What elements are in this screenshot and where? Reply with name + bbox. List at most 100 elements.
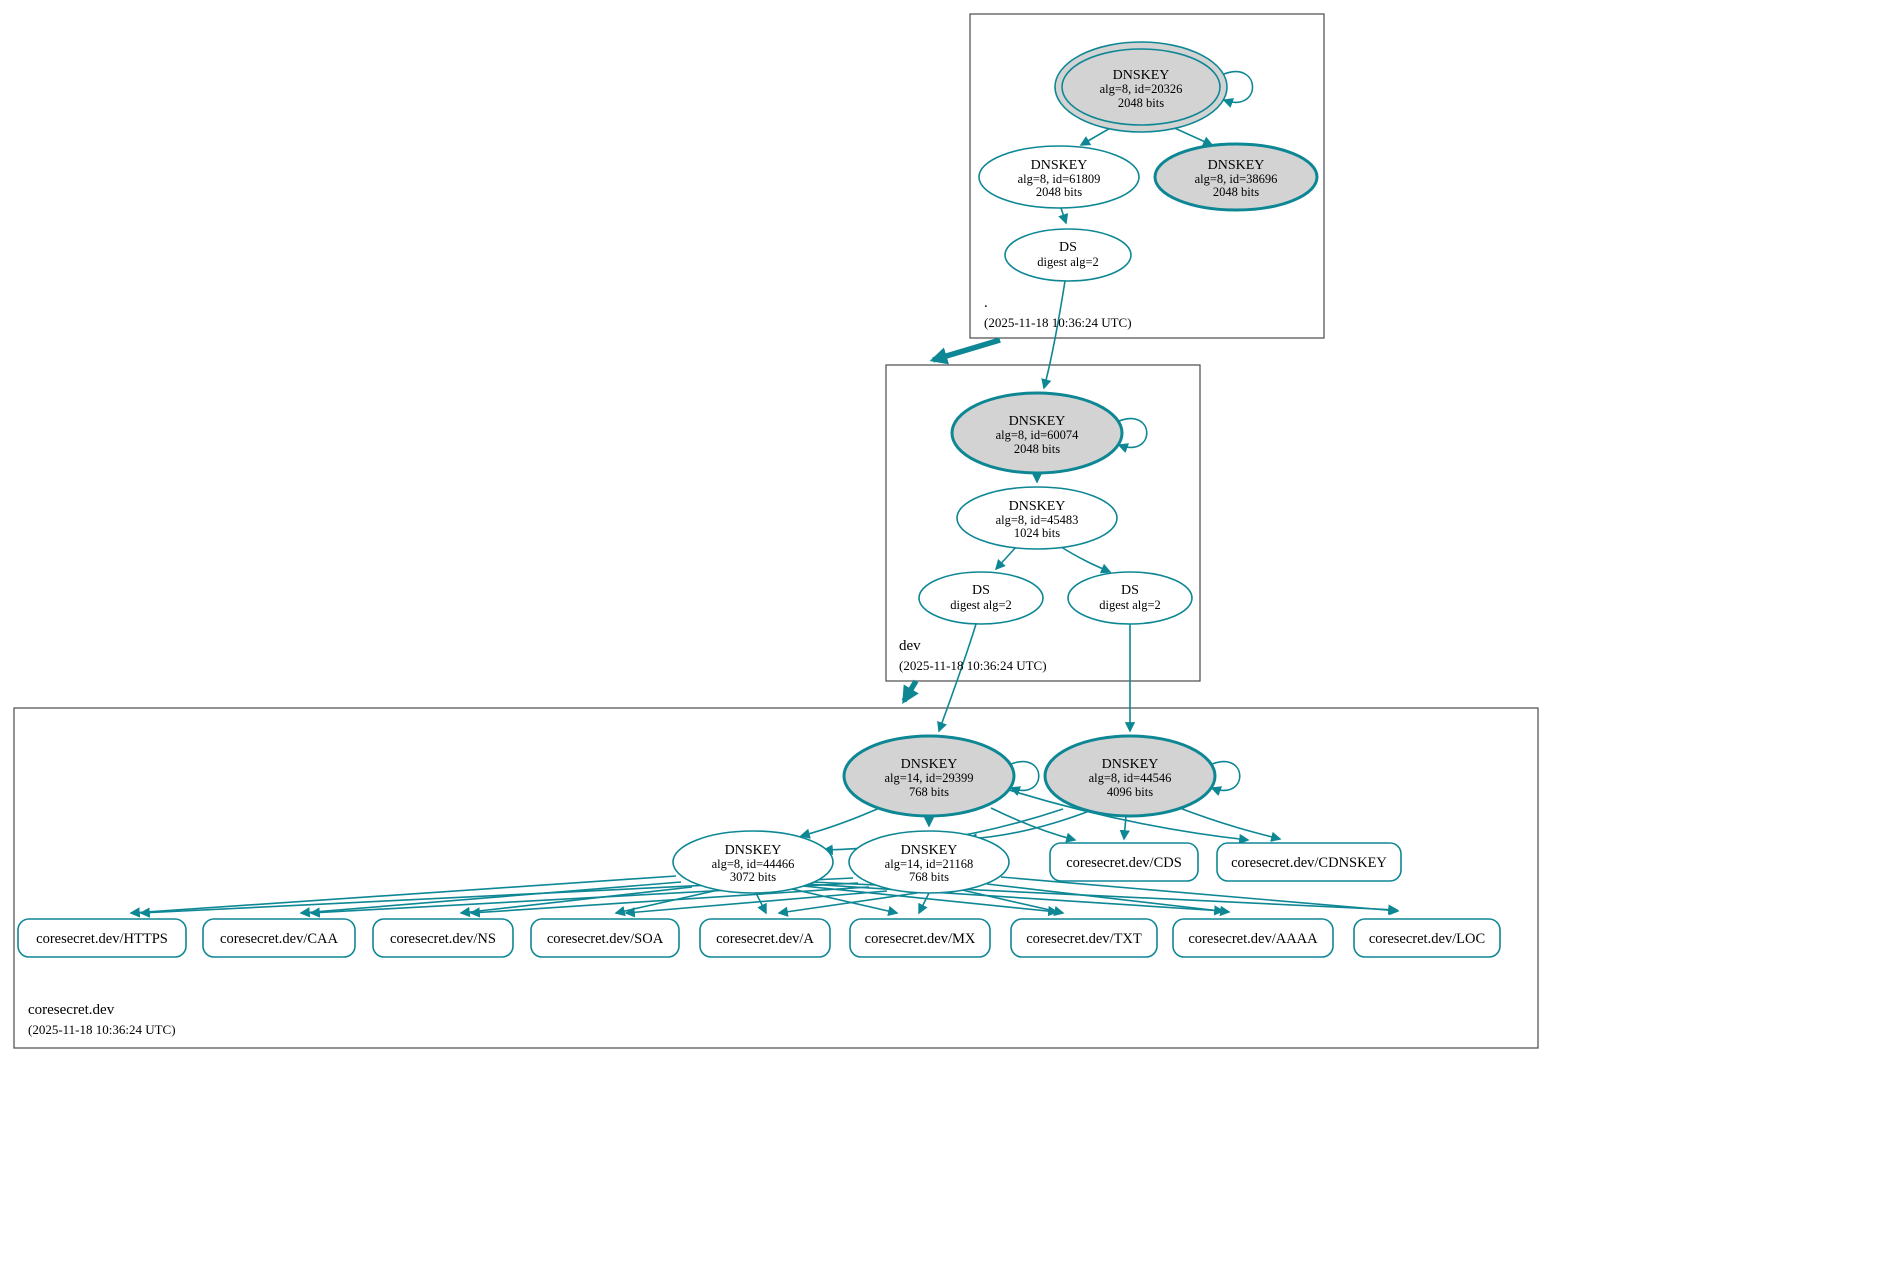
node-type-label: DNSKEY xyxy=(725,843,782,858)
edge-cs-zsk2-to-loc xyxy=(1000,876,1400,916)
rrset-node-a[interactable]: coresecret.dev/A xyxy=(699,918,831,958)
node-bits: 2048 bits xyxy=(1118,96,1164,110)
node-alg-id: alg=8, id=60074 xyxy=(996,428,1080,442)
node-alg-id: alg=8, id=44546 xyxy=(1089,771,1172,785)
dnskey-ellipse xyxy=(842,734,1016,818)
dnskey-node-cs-zsk-21168[interactable]: DNSKEY alg=14, id=21168 768 bits xyxy=(848,830,1010,894)
rrset-node-txt[interactable]: coresecret.dev/TXT xyxy=(1010,918,1158,958)
ds-node-dev-2[interactable]: DS digest alg=2 xyxy=(1067,571,1193,625)
edge-cs-zsk1-to-aaaa xyxy=(807,883,1225,916)
edge-cs-zsk2-to-txt xyxy=(961,889,1065,917)
edge-cs-zsk1-to-ns xyxy=(459,886,693,918)
edge-cs-zsk2-to-ns xyxy=(469,886,870,918)
node-bits: 768 bits xyxy=(909,785,949,799)
edge-cs-ksk2-to-cdnskey xyxy=(1176,806,1282,842)
rrset-label: coresecret.dev/CDNSKEY xyxy=(1231,855,1387,871)
dnskey-node-root-ksk-20326[interactable]: DNSKEY alg=8, id=20326 2048 bits xyxy=(1054,41,1228,133)
edge-dev-zsk-to-ds2 xyxy=(1057,544,1112,574)
ds-ellipse xyxy=(1067,571,1193,625)
edge-cs-ksk1-to-zsk1 xyxy=(799,805,885,839)
edge-cs-zsk1-to-https xyxy=(129,875,677,918)
zone-timestamp-dev: (2025-11-18 10:36:24 UTC) xyxy=(899,658,1047,673)
zone-box-coresecret xyxy=(13,707,1539,1049)
rrset-node-cdnskey[interactable]: coresecret.dev/CDNSKEY xyxy=(1216,842,1402,882)
ds-node-dev-1[interactable]: DS digest alg=2 xyxy=(918,571,1044,625)
rrset-label: coresecret.dev/AAAA xyxy=(1188,931,1318,947)
rrset-rect xyxy=(699,918,831,958)
rrset-rect xyxy=(1353,918,1501,958)
zone-box-dev xyxy=(885,364,1201,682)
rrset-node-aaaa[interactable]: coresecret.dev/AAAA xyxy=(1172,918,1334,958)
node-alg-id: alg=8, id=45483 xyxy=(996,513,1079,527)
rrset-label: coresecret.dev/MX xyxy=(865,931,976,947)
rrset-label: coresecret.dev/CDS xyxy=(1066,855,1182,871)
edge-root-ds-to-dev-ksk xyxy=(1041,280,1066,390)
rrset-node-loc[interactable]: coresecret.dev/LOC xyxy=(1353,918,1501,958)
node-type-label: DNSKEY xyxy=(1113,68,1170,83)
node-digest: digest alg=2 xyxy=(950,598,1012,612)
node-bits: 4096 bits xyxy=(1107,785,1153,799)
node-type-label: DNSKEY xyxy=(1009,499,1066,514)
dnskey-node-root-ksk-38696[interactable]: DNSKEY alg=8, id=38696 2048 bits xyxy=(1153,142,1319,212)
rrset-rect xyxy=(372,918,514,958)
ds-node-root[interactable]: DS digest alg=2 xyxy=(1004,228,1132,282)
rrset-label: coresecret.dev/A xyxy=(716,931,814,947)
node-bits: 2048 bits xyxy=(1014,442,1060,456)
zone-timestamp-root: (2025-11-18 10:36:24 UTC) xyxy=(984,315,1132,330)
edge-root-ksk-selfsign xyxy=(1222,71,1254,108)
edge-cs-ksk1-to-cdnskey xyxy=(1008,789,1250,845)
node-type-label: DNSKEY xyxy=(1208,158,1265,173)
rrset-label: coresecret.dev/TXT xyxy=(1026,931,1142,947)
dnskey-node-cs-ksk-44546[interactable]: DNSKEY alg=8, id=44546 4096 bits xyxy=(1043,734,1217,818)
node-type-label: DNSKEY xyxy=(901,757,958,772)
dnskey-node-cs-zsk-44466[interactable]: DNSKEY alg=8, id=44466 3072 bits xyxy=(672,830,834,894)
dnskey-node-dev-ksk-60074[interactable]: DNSKEY alg=8, id=60074 2048 bits xyxy=(950,391,1124,475)
rrset-node-caa[interactable]: coresecret.dev/CAA xyxy=(202,918,356,958)
rrset-label: coresecret.dev/HTTPS xyxy=(36,931,168,947)
node-bits: 3072 bits xyxy=(730,870,776,884)
node-alg-id: alg=14, id=21168 xyxy=(885,857,974,871)
node-digest: digest alg=2 xyxy=(1099,598,1161,612)
edge-cs-zsk1-to-a xyxy=(755,892,767,915)
rrset-label: coresecret.dev/SOA xyxy=(547,931,664,947)
dnskey-node-dev-zsk-45483[interactable]: DNSKEY alg=8, id=45483 1024 bits xyxy=(956,486,1118,550)
rrset-node-soa[interactable]: coresecret.dev/SOA xyxy=(530,918,680,958)
rrset-node-cds[interactable]: coresecret.dev/CDS xyxy=(1049,842,1199,882)
edge-cs-zsk2-to-a xyxy=(777,892,918,917)
node-alg-id: alg=14, id=29399 xyxy=(884,771,973,785)
rrset-rect xyxy=(1010,918,1158,958)
dnskey-node-root-zsk-61809[interactable]: DNSKEY alg=8, id=61809 2048 bits xyxy=(978,145,1140,209)
zone-name-root: . xyxy=(984,295,988,311)
rrset-rect xyxy=(530,918,680,958)
rrset-node-mx[interactable]: coresecret.dev/MX xyxy=(849,918,991,958)
node-bits: 2048 bits xyxy=(1036,185,1082,199)
edge-root-ksk-to-ksk2 xyxy=(1169,125,1214,147)
edge-cs-ksk1-selfsign xyxy=(1009,760,1040,796)
edge-cs-zsk2-to-mx xyxy=(918,892,930,915)
edge-cs-zsk1-to-txt xyxy=(802,885,1059,917)
rrset-node-ns[interactable]: coresecret.dev/NS xyxy=(372,918,514,958)
rrset-label: coresecret.dev/LOC xyxy=(1369,931,1485,947)
rrset-node-https[interactable]: coresecret.dev/HTTPS xyxy=(17,918,187,958)
edge-cs-zsk1-to-caa xyxy=(299,881,682,918)
dnskey-ellipse xyxy=(1054,41,1228,133)
node-bits: 768 bits xyxy=(909,870,949,884)
edge-delegation-root-to-dev xyxy=(929,337,1001,365)
node-digest: digest alg=2 xyxy=(1037,255,1099,269)
edge-cs-ksk2-selfsign xyxy=(1210,760,1241,796)
edge-cs-zsk1-to-mx xyxy=(791,888,899,917)
node-type-label: DNSKEY xyxy=(901,843,958,858)
edge-dev-ds1-to-cs-ksk1 xyxy=(937,623,977,733)
zone-name-dev: dev xyxy=(899,638,921,654)
ds-ellipse xyxy=(1004,228,1132,282)
edge-dev-zsk-to-ds1 xyxy=(994,545,1018,571)
edge-cs-ksk2-to-cds xyxy=(1119,815,1130,841)
rrset-rect xyxy=(17,918,187,958)
zone-timestamp-coresecret: (2025-11-18 10:36:24 UTC) xyxy=(28,1022,176,1037)
dnskey-ellipse xyxy=(672,830,834,894)
dnskey-ellipse xyxy=(1153,142,1319,212)
dnskey-node-cs-ksk-29399[interactable]: DNSKEY alg=14, id=29399 768 bits xyxy=(842,734,1016,818)
node-type-label: DNSKEY xyxy=(1102,757,1159,772)
node-type-label: DNSKEY xyxy=(1009,414,1066,429)
